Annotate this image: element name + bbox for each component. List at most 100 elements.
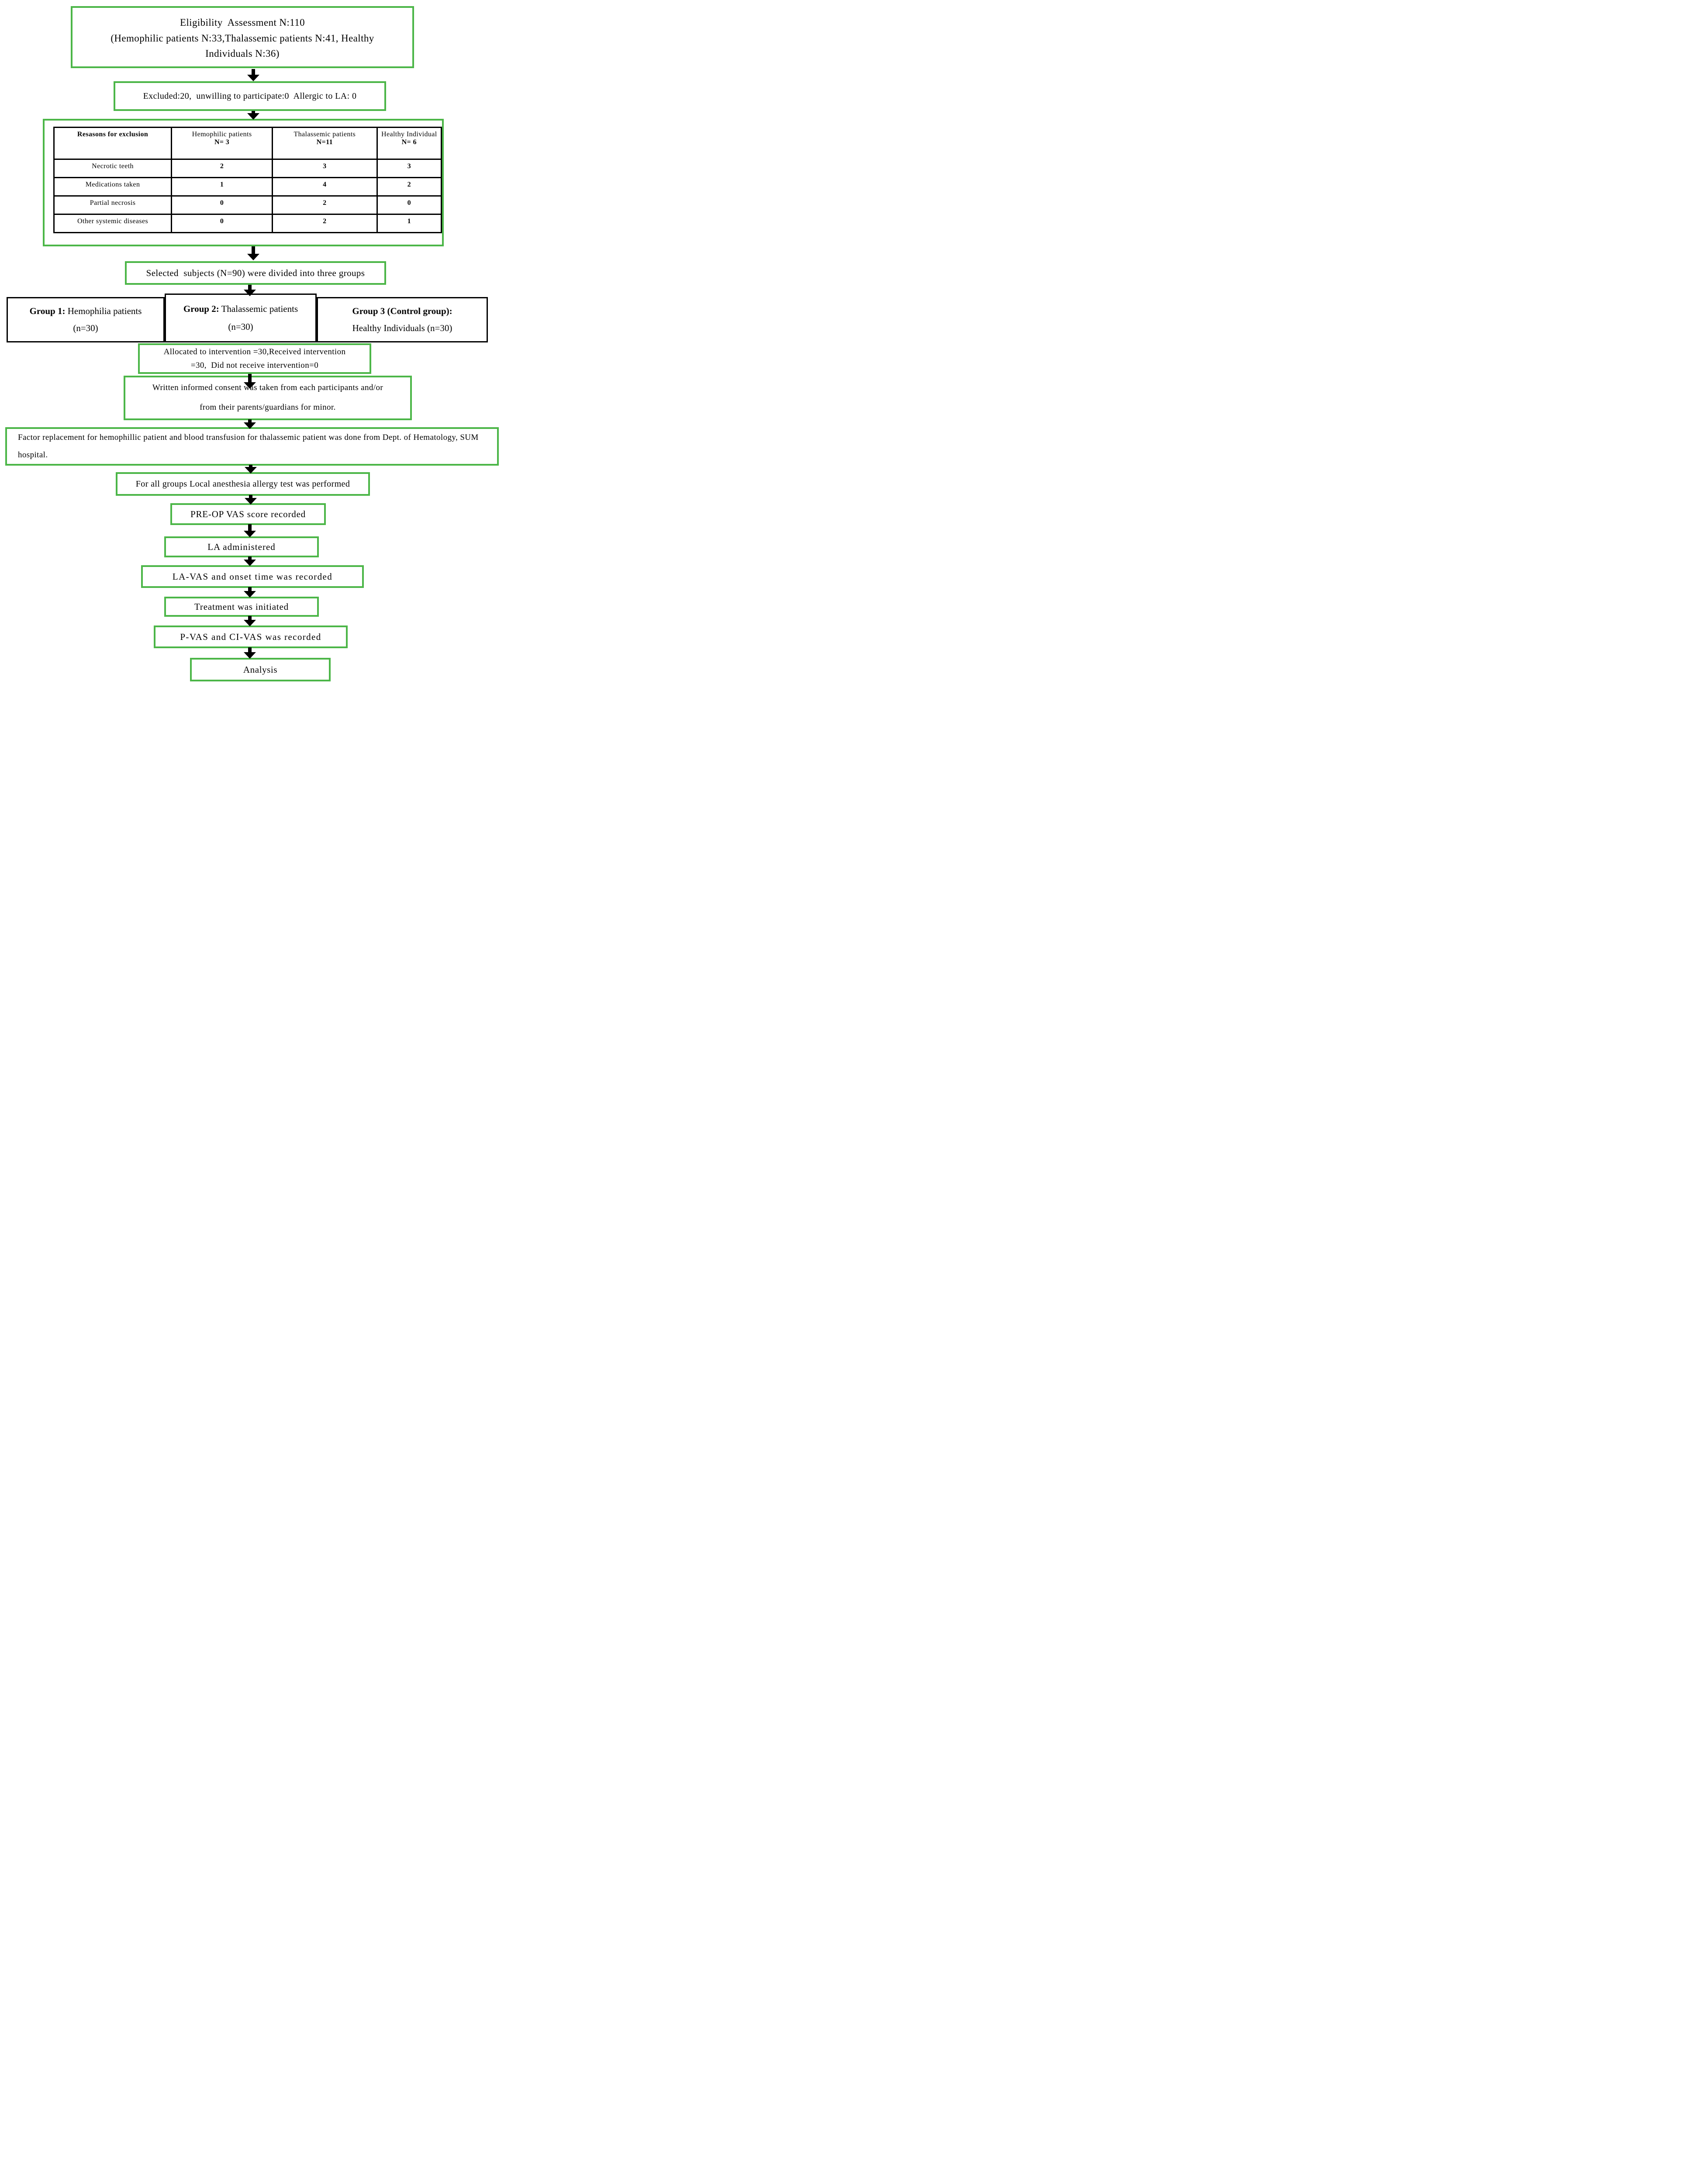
- la-vas-box: LA-VAS and onset time was recorded: [141, 565, 364, 588]
- exclusion-table-box: Resasons for exclusion Hemophilic patien…: [43, 119, 444, 246]
- cell-value: 1: [171, 177, 273, 197]
- group-1-label: Hemophilia patients: [65, 306, 142, 317]
- group-1-title: Group 1: Hemophilia patients: [30, 303, 142, 320]
- arrow-head: [247, 113, 259, 120]
- group-3-n: Healthy Individuals (n=30): [352, 323, 452, 333]
- arrow-head: [244, 591, 256, 598]
- p-vas-box: P-VAS and CI-VAS was recorded: [154, 625, 348, 648]
- header-hemophilic: Hemophilic patients N= 3: [171, 127, 273, 160]
- row-label: Other systemic diseases: [53, 214, 173, 233]
- header-thalassemic-label: Thalassemic patients: [294, 131, 356, 138]
- treatment-text: Treatment was initiated: [194, 601, 289, 612]
- allocated-line2: =30, Did not receive intervention=0: [190, 361, 319, 370]
- p-vas-text: P-VAS and CI-VAS was recorded: [180, 631, 321, 642]
- arrow-head: [245, 498, 257, 505]
- row-label: Necrotic teeth: [53, 159, 173, 178]
- arrow-shaft: [249, 465, 252, 468]
- arrow-shaft: [248, 616, 252, 621]
- down-arrow: [247, 111, 259, 120]
- table-row-other-systemic-diseases: Other systemic diseases 0 2 1: [53, 214, 442, 233]
- group-3-title: Group 3 (Control group):: [352, 303, 452, 320]
- consent-box: Written informed consent was taken from …: [124, 376, 412, 420]
- allocated-line1: Allocated to intervention =30,Received i…: [163, 347, 346, 356]
- excluded-text: Excluded:20, unwilling to participate:0 …: [143, 91, 357, 101]
- group-3-prefix: Group 3 (Control group):: [352, 306, 452, 317]
- arrow-shaft: [248, 285, 252, 290]
- header-hemophilic-label: Hemophilic patients: [192, 131, 252, 138]
- arrow-head: [244, 382, 256, 389]
- allocated-box: Allocated to intervention =30,Received i…: [138, 343, 371, 374]
- arrow-shaft: [248, 524, 252, 532]
- consent-line2: from their parents/guardians for minor.: [200, 403, 336, 412]
- cell-value: 0: [171, 214, 273, 233]
- group-1-prefix: Group 1:: [29, 306, 66, 317]
- down-arrow: [244, 556, 256, 566]
- group-1-box: Group 1: Hemophilia patients (n=30): [7, 297, 165, 342]
- arrow-shaft: [248, 647, 252, 653]
- cell-value: 4: [272, 177, 378, 197]
- header-healthy: Healthy Individual N= 6: [376, 127, 442, 160]
- row-label: Medications taken: [53, 177, 173, 197]
- down-arrow: [244, 647, 256, 659]
- analysis-text: Analysis: [243, 664, 278, 675]
- arrow-shaft: [248, 419, 252, 423]
- arrow-shaft: [252, 69, 255, 76]
- down-arrow: [247, 69, 259, 81]
- arrow-head: [244, 652, 256, 659]
- cell-value: 2: [272, 214, 378, 233]
- preop-vas-box: PRE-OP VAS score recorded: [170, 503, 326, 525]
- eligibility-assessment-box: Eligibility Assessment N:110 (Hemophilic…: [71, 6, 414, 68]
- cell-value: 0: [376, 195, 442, 215]
- group-2-box: Group 2: Thalassemic patients (n=30): [165, 294, 317, 342]
- cell-value: 2: [171, 159, 273, 178]
- arrow-head: [244, 560, 256, 566]
- arrow-head: [245, 467, 257, 473]
- cell-value: 0: [171, 195, 273, 215]
- arrow-head: [247, 254, 259, 260]
- header-reasons: Resasons for exclusion: [53, 127, 173, 160]
- down-arrow: [244, 616, 256, 626]
- cell-value: 2: [272, 195, 378, 215]
- preop-vas-text: PRE-OP VAS score recorded: [190, 508, 306, 519]
- cell-value: 2: [376, 177, 442, 197]
- factor-line2: hospital.: [18, 450, 48, 460]
- group-3-box: Group 3 (Control group): Healthy Individ…: [317, 297, 488, 342]
- header-thalassemic: Thalassemic patients N=11: [272, 127, 378, 160]
- arrow-shaft: [248, 556, 252, 560]
- arrow-shaft: [248, 374, 252, 383]
- excluded-box: Excluded:20, unwilling to participate:0 …: [114, 81, 386, 111]
- down-arrow: [244, 524, 256, 537]
- down-arrow: [244, 587, 256, 598]
- eligibility-line3: Individuals N:36): [205, 48, 280, 59]
- down-arrow: [244, 374, 256, 389]
- arrow-shaft: [252, 111, 255, 114]
- table-row-necrotic-teeth: Necrotic teeth 2 3 3: [53, 159, 442, 178]
- header-hemophilic-n: N= 3: [214, 138, 230, 146]
- factor-line1: Factor replacement for hemophillic patie…: [18, 433, 479, 442]
- la-vas-text: LA-VAS and onset time was recorded: [172, 571, 333, 582]
- flowchart-canvas: Eligibility Assessment N:110 (Hemophilic…: [0, 0, 504, 689]
- cell-value: 3: [272, 159, 378, 178]
- arrow-head: [244, 531, 256, 537]
- arrow-shaft: [252, 246, 255, 255]
- cell-value: 3: [376, 159, 442, 178]
- group-2-label: Thalassemic patients: [219, 304, 298, 314]
- arrow-shaft: [248, 587, 252, 592]
- selected-subjects-text: Selected subjects (N=90) were divided in…: [146, 267, 365, 278]
- allergy-test-box: For all groups Local anesthesia allergy …: [116, 472, 370, 496]
- selected-subjects-box: Selected subjects (N=90) were divided in…: [125, 261, 386, 285]
- arrow-head: [247, 75, 259, 81]
- down-arrow: [244, 419, 256, 429]
- arrow-shaft: [249, 495, 252, 499]
- header-healthy-label: Healthy Individual: [381, 131, 437, 138]
- arrow-head: [244, 290, 256, 296]
- eligibility-line2: (Hemophilic patients N:33,Thalassemic pa…: [111, 32, 374, 44]
- row-label: Partial necrosis: [53, 195, 173, 215]
- header-thalassemic-n: N=11: [316, 138, 333, 146]
- down-arrow: [245, 465, 257, 473]
- la-administered-text: LA administered: [207, 541, 276, 552]
- exclusion-table: Resasons for exclusion Hemophilic patien…: [53, 127, 442, 233]
- down-arrow: [247, 246, 259, 260]
- arrow-head: [244, 620, 256, 626]
- group-2-title: Group 2: Thalassemic patients: [183, 300, 298, 318]
